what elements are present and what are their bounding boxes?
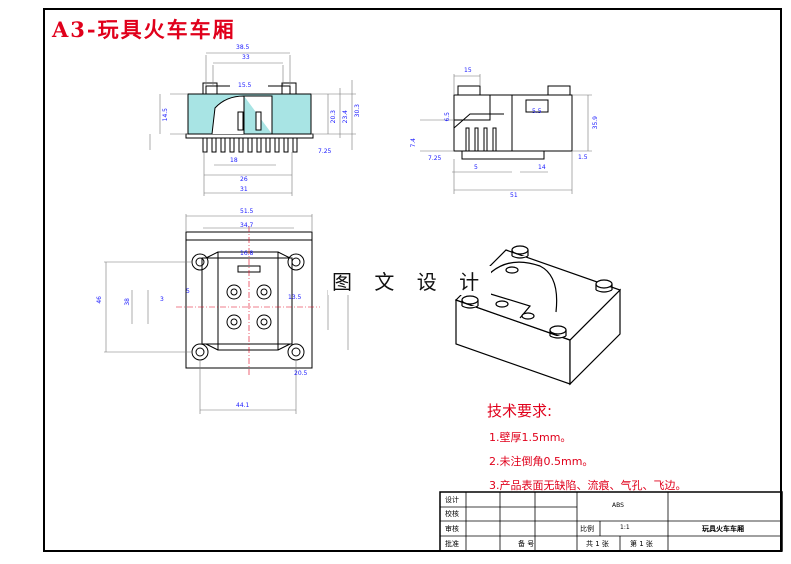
tb-row-check: 校核 [445, 510, 459, 518]
title-block-grid [439, 491, 783, 552]
dim-plan-0: 51.5 [240, 208, 254, 215]
dim-plan-4: 46 [96, 296, 103, 304]
requirement-item: 3.产品表面无缺陷、流痕、气孔、飞边。 [489, 479, 687, 492]
dim-plan-9: 44.1 [236, 402, 250, 409]
dim-side-7: 14 [538, 164, 546, 171]
side-view [420, 74, 592, 194]
dim-side-4: 7.4 [410, 138, 417, 148]
tb-scale-label: 比例 [580, 525, 594, 533]
dim-side-5: 7.25 [428, 155, 442, 162]
tb-sheets-total: 共 1 张 [586, 540, 609, 548]
dim-front-4: 23.4 [342, 110, 349, 124]
front-section-view [149, 52, 356, 196]
dim-front-9: 31 [240, 186, 248, 193]
tb-sheet-no: 第 1 张 [630, 540, 653, 548]
dim-front-0: 38.5 [236, 44, 250, 51]
dim-side-8: 1.5 [578, 154, 588, 161]
dim-front-5: 20.3 [330, 110, 337, 124]
dim-plan-5: 38 [124, 298, 131, 306]
plan-view [104, 214, 349, 414]
dim-front-2: 15.5 [238, 82, 252, 89]
dim-plan-3: 13.5 [288, 294, 302, 301]
sheet-title: A3-玩具火车车厢 [52, 17, 236, 42]
tb-part-name: 玩具火车车厢 [702, 525, 744, 533]
dim-side-6: 5 [474, 164, 478, 171]
requirement-item: 2.未注倒角0.5mm。 [489, 455, 594, 468]
dim-side-9: 51 [510, 192, 518, 199]
tb-remark: 备 号 [518, 540, 535, 548]
dim-front-1: 33 [242, 54, 250, 61]
dim-side-3: 6.5 [444, 112, 451, 122]
dim-plan-1: 34.7 [240, 222, 254, 229]
tb-material: ABS [612, 502, 624, 509]
dim-side-0: 15 [464, 67, 472, 74]
dim-front-8: 26 [240, 176, 248, 183]
dim-front-3: 7.25 [318, 148, 332, 155]
title-block: 设计 校核 审核 批准 ABS 比例 1:1 玩具火车车厢 共 1 张 第 1 … [440, 492, 782, 550]
tb-row-approve: 批准 [445, 540, 459, 548]
tb-scale-value: 1:1 [620, 524, 630, 531]
dim-front-7: 18 [230, 157, 238, 164]
dim-front-6: 14.5 [162, 108, 169, 122]
tb-row-review: 审核 [445, 525, 459, 533]
requirements-title: 技术要求: [487, 402, 553, 420]
dim-plan-6: 3 [160, 296, 164, 303]
dim-side-2: 35.9 [592, 116, 599, 130]
dim-front-10: 30.3 [354, 104, 361, 118]
technical-requirements: 技术要求: 1.壁厚1.5mm。 2.未注倒角0.5mm。 3.产品表面无缺陷、… [487, 400, 687, 501]
tb-row-design: 设计 [445, 496, 459, 504]
dim-plan-2: 16.8 [240, 250, 254, 257]
dim-plan-8: 5 [186, 288, 190, 295]
watermark: 图 文 设 计 [328, 266, 492, 295]
drawing-border [43, 8, 782, 552]
dim-side-1: 5.5 [532, 108, 542, 115]
requirement-item: 1.壁厚1.5mm。 [489, 431, 572, 444]
dim-plan-7: 20.5 [294, 370, 308, 377]
